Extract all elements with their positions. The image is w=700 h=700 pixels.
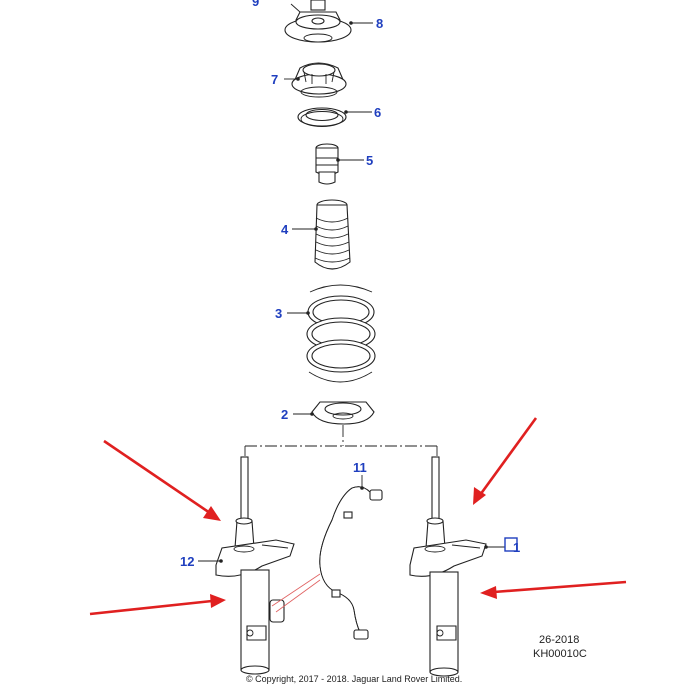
part-3-coil-spring[interactable]: [306, 284, 376, 383]
arrow-upper-left: [103, 439, 221, 521]
part-2-spring-seat[interactable]: [311, 401, 375, 425]
red-arrows: [89, 417, 627, 616]
callout-9: 9: [252, 0, 259, 9]
callout-4: 4: [281, 222, 289, 237]
part-1-right-strut[interactable]: [409, 456, 487, 677]
callout-1-highlight: [504, 537, 518, 552]
callout-6: 6: [374, 105, 381, 120]
arrow-lower-left: [89, 594, 226, 616]
arrow-upper-right: [473, 417, 538, 505]
part-4-dust-boot[interactable]: [314, 199, 351, 270]
part-12-left-strut[interactable]: [215, 456, 295, 675]
copyright-notice: © Copyright, 2017 - 2018. Jaguar Land Ro…: [246, 674, 462, 684]
part-7-bearing[interactable]: [291, 62, 347, 98]
callout-8: 8: [376, 16, 383, 31]
callout-12: 12: [180, 554, 194, 569]
callout-7: 7: [271, 72, 278, 87]
part-5-bump-stop[interactable]: [315, 143, 339, 185]
leader-lines: [198, 21, 505, 563]
callout-2: 2: [281, 407, 288, 422]
callout-11: 11: [353, 460, 367, 475]
callout-1: 1: [513, 540, 520, 555]
reference-code: KH00010C: [533, 648, 587, 660]
assembly-bracket: [244, 425, 438, 456]
reference-date: 26-2018: [539, 634, 579, 646]
part-6-insulator[interactable]: [297, 107, 347, 127]
callout-3: 3: [275, 306, 282, 321]
arrow-lower-right: [480, 580, 627, 599]
part-8-top-mount[interactable]: [284, 0, 352, 43]
part-11-harness[interactable]: [271, 486, 383, 640]
callout-5: 5: [366, 153, 373, 168]
